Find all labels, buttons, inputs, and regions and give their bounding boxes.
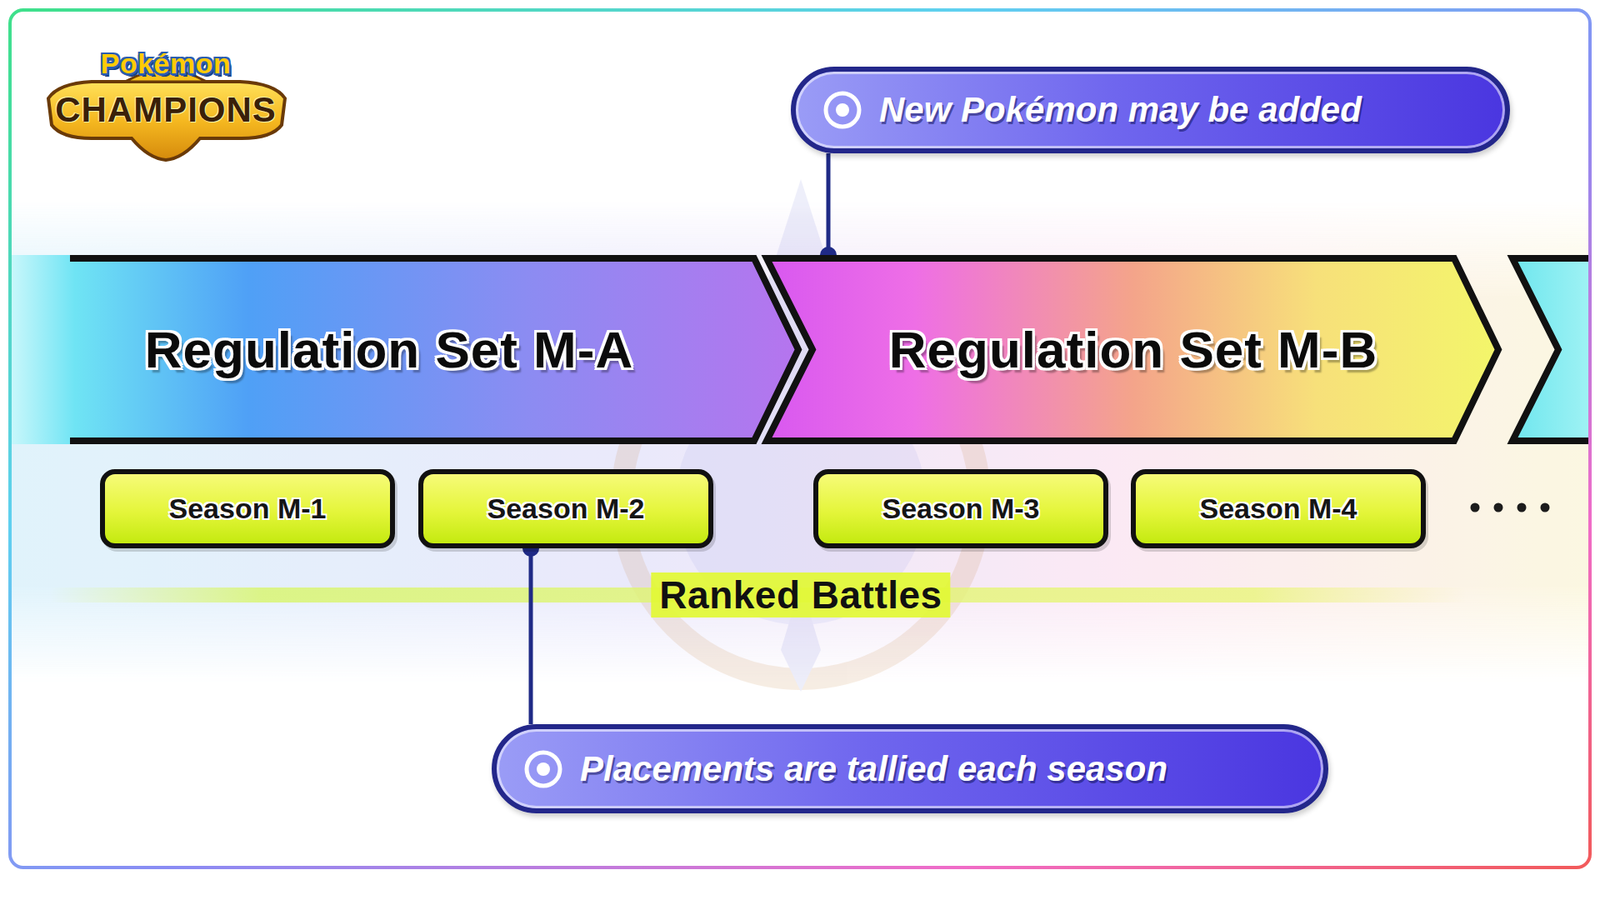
season-name: Season M-3 (882, 492, 1040, 525)
leader-line (529, 548, 534, 725)
band-outline (70, 258, 799, 441)
season-name: Season M-1 (169, 492, 327, 525)
band-fill (766, 255, 1500, 445)
icon-dot (536, 762, 550, 776)
season-name: Season M-4 (1200, 492, 1358, 525)
leader-line (522, 540, 540, 725)
icon-dot (835, 103, 850, 117)
season-box: Season M-4 (1130, 469, 1426, 549)
band-outline (1512, 258, 1589, 441)
dot (1517, 503, 1527, 513)
logo-title: CHAMPIONS (55, 90, 277, 130)
callout-pill: New Pokémon may be added (790, 66, 1510, 154)
rainbow-frame (10, 10, 1590, 868)
leader-line (826, 153, 831, 255)
season-box: Season M-3 (813, 469, 1109, 549)
band-outline (766, 258, 1499, 441)
callout-text: Placements are tallied each season (580, 749, 1168, 790)
season-box: Season M-1 (100, 469, 395, 549)
regulation-band: Regulation Set M-A (11, 255, 800, 445)
band-continuation (1512, 255, 1589, 445)
season-box: Season M-2 (418, 469, 714, 549)
dot (1494, 503, 1504, 513)
dot (1540, 503, 1550, 513)
section-label: Ranked Battles (650, 572, 950, 618)
leader-line (820, 153, 837, 264)
band-fill (11, 255, 800, 445)
callout-icon (518, 744, 569, 795)
callout-pill: Placements are tallied each season (491, 724, 1329, 814)
regulation-band: Regulation Set M-B (766, 255, 1500, 445)
logo-wordmark: Pokémon (100, 47, 232, 80)
icon-ring (526, 752, 560, 786)
band-title: Regulation Set M-A (145, 320, 634, 380)
icon-ring (825, 93, 860, 127)
pale-band (11, 200, 1589, 684)
logo-plate (48, 81, 285, 160)
season-name: Season M-2 (487, 492, 645, 525)
ellipsis-dots (1470, 503, 1550, 513)
dot (1470, 503, 1480, 513)
callout-text: New Pokémon may be added (879, 90, 1362, 130)
callout-icon (817, 85, 868, 135)
band-title: Regulation Set M-B (889, 320, 1378, 380)
logo-badge (48, 70, 285, 160)
